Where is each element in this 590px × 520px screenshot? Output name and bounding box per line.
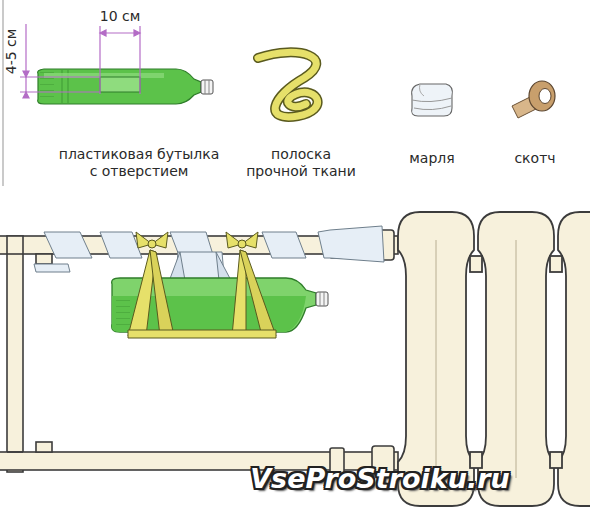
radiator — [398, 212, 590, 506]
bottle-icon — [38, 69, 213, 104]
heating-pipes — [0, 230, 398, 476]
fabric-strip-icon — [258, 52, 318, 117]
dimension-lines — [20, 24, 140, 98]
dimension-label: 4-5 см — [3, 21, 20, 81]
tape-icon — [512, 81, 555, 118]
watermark: VseProStroiku.ru — [180, 463, 580, 495]
part-caption: скотч — [495, 150, 575, 167]
dimension-label: 10 см — [90, 8, 150, 25]
part-caption: пластиковая бутылка с отверстием — [58, 146, 220, 180]
fabric-slings — [128, 232, 276, 338]
part-caption: марля — [392, 150, 472, 167]
part-caption: полоска прочной ткани — [240, 146, 362, 180]
frame-line — [2, 0, 4, 186]
gauze-icon — [412, 84, 453, 116]
